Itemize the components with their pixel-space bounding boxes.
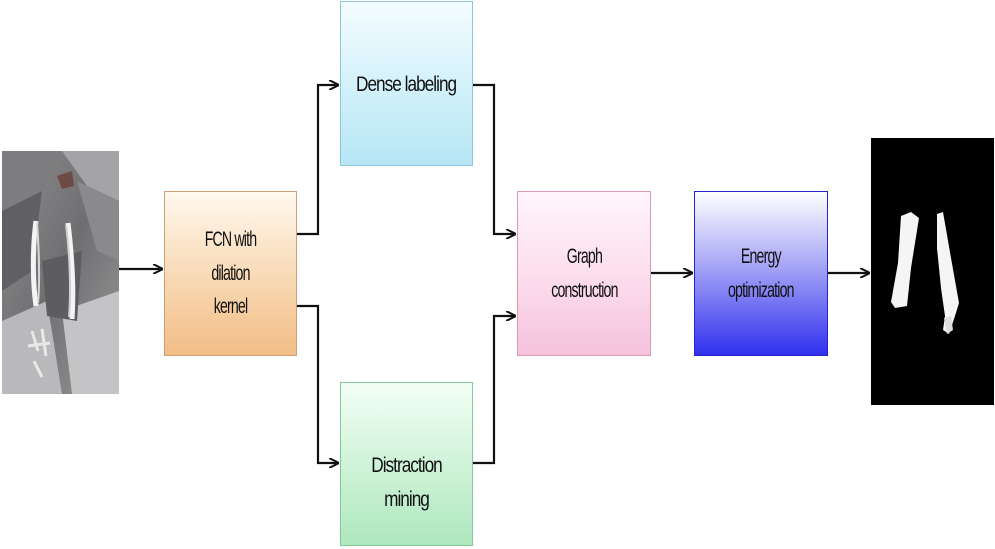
arrow-distraction-to-graph bbox=[473, 316, 515, 465]
fcn-label-line2: kernel bbox=[213, 295, 248, 319]
energy-label-line2: optimization bbox=[728, 278, 794, 302]
fcn-dilation-box: FCN with dilation kernel bbox=[164, 191, 297, 356]
graph-label-line1: Graph bbox=[566, 244, 602, 268]
dense-labeling-label: Dense labeling bbox=[356, 73, 457, 96]
energy-label-line1: Energy bbox=[741, 244, 782, 268]
arrow-fcn-to-dense bbox=[297, 85, 338, 236]
arrow-dense-to-graph bbox=[473, 83, 515, 234]
energy-optimization-box: Energy optimization bbox=[694, 191, 828, 356]
dense-labeling-box: Dense labeling bbox=[340, 1, 473, 166]
output-mask bbox=[871, 138, 994, 405]
input-photo bbox=[2, 151, 119, 394]
fcn-label-line1: FCN with dilation bbox=[204, 228, 257, 285]
graph-label-line2: construction bbox=[550, 278, 618, 302]
graph-construction-box: Graph construction bbox=[517, 191, 651, 356]
distraction-mining-label: Distraction mining bbox=[371, 454, 443, 511]
distraction-mining-box: Distraction mining bbox=[340, 382, 473, 546]
arrow-fcn-to-distraction bbox=[297, 304, 338, 463]
